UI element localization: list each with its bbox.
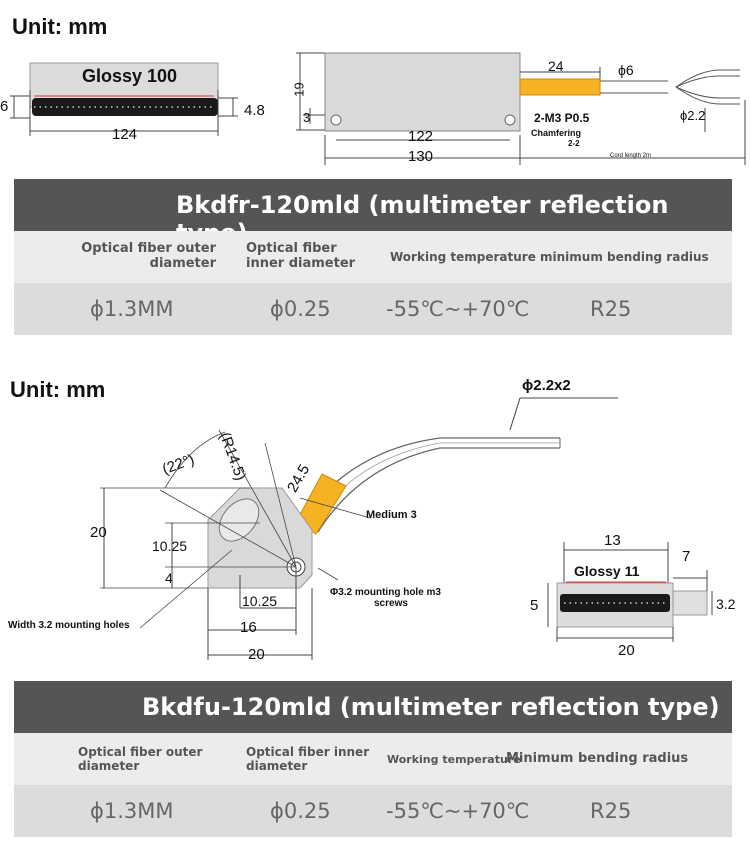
- dim-20-bottom: 20: [618, 642, 635, 659]
- dim-16: 16: [240, 619, 257, 636]
- spec-header-bkdfu: Bkdfu-120mld (multimeter reflection type…: [14, 681, 732, 733]
- chamfer-value: 2-2: [568, 139, 580, 148]
- dim-7: 7: [682, 548, 691, 565]
- sensor-face-strip: [32, 98, 218, 116]
- unit-label-bottom: Unit: mm: [10, 377, 106, 402]
- hole-label: Φ3.2 mounting hole m3: [330, 587, 441, 598]
- sensor-body-side: [324, 52, 521, 132]
- screw-spec: 2-M3 P0.5: [534, 111, 590, 125]
- dim-h-right: 4.8: [244, 102, 265, 119]
- dim-19: 19: [291, 82, 307, 97]
- label-temp-radius: Working temperature minimum bending radi…: [390, 250, 709, 264]
- label-inner-diameter-2: Optical fiber inner diameter: [246, 745, 370, 773]
- label-inner-diameter: Optical fiber inner diameter: [246, 241, 356, 271]
- value-outer-diameter: ϕ1.3MM: [90, 297, 174, 321]
- glossy-label-top: Glossy 100: [82, 66, 178, 86]
- cable-sleeve: [519, 78, 601, 96]
- value-outer-diameter-2: ϕ1.3MM: [90, 799, 174, 823]
- value-temperature: -55℃~+70℃: [386, 297, 530, 321]
- label-working-temp-2: Working temperature: [387, 753, 521, 766]
- dim-3-2: 3.2: [716, 596, 736, 612]
- value-temperature-2: -55℃~+70℃: [386, 799, 530, 823]
- dim-phi22: ϕ2.2: [680, 108, 706, 123]
- dim-10-25-vertical: 10.25: [152, 538, 188, 554]
- value-bend-radius-2: R25: [590, 799, 632, 823]
- dim-122: 122: [408, 128, 434, 145]
- width-holes-label: Width 3.2 mounting holes: [8, 620, 130, 631]
- chamfer-label: Chamfering: [531, 128, 582, 138]
- dim-13: 13: [604, 532, 621, 549]
- dim-h-left: 6: [0, 98, 9, 115]
- spec-value-row-2: ϕ1.3MM ϕ0.25 -55℃~+70℃ R25: [14, 785, 732, 837]
- dim-phi6: ϕ6: [618, 62, 634, 78]
- drawing-bkdfr: [10, 52, 746, 165]
- unit-label-top: Unit: mm: [12, 14, 108, 39]
- dim-130: 130: [408, 148, 434, 165]
- hole-screws-label: screws: [374, 598, 408, 609]
- spec-header-bkdfr: Bkdfr-120mld (multimeter reflection type…: [14, 179, 732, 247]
- cord-length: Cord length 2m: [610, 153, 652, 159]
- dim-4: 4: [165, 570, 173, 586]
- dim-20-vertical: 20: [90, 524, 107, 541]
- label-outer-diameter: Optical fiber outer diameter: [81, 241, 216, 271]
- dim-10-25-horizontal: 10.25: [242, 593, 278, 609]
- dim-3: 3: [303, 110, 311, 125]
- dim-phi22x2: ϕ2.2x2: [522, 377, 571, 394]
- spec-value-row-1: ϕ1.3MM ϕ0.25 -55℃~+70℃ R25: [14, 283, 732, 335]
- label-outer-diameter-2: Optical fiber outer diameter: [78, 745, 203, 773]
- value-inner-diameter-2: ϕ0.25: [270, 799, 331, 823]
- drawing-bkdfu: [100, 397, 713, 660]
- spec-title-bkdfu: Bkdfu-120mld (multimeter reflection type…: [142, 693, 720, 721]
- dim-width-124: 124: [112, 126, 138, 143]
- dim-20-horizontal: 20: [248, 646, 265, 663]
- value-bend-radius: R25: [590, 297, 632, 321]
- label-bend-radius-2: Minimum bending radius: [506, 751, 689, 766]
- value-inner-diameter: ϕ0.25: [270, 297, 331, 321]
- dim-24: 24: [548, 58, 564, 74]
- dim-5: 5: [530, 597, 539, 614]
- glossy-label-bottom: Glossy 11: [574, 563, 640, 579]
- spec-label-row-2: Optical fiber outer diameter Optical fib…: [14, 733, 732, 785]
- medium-label: Medium 3: [366, 509, 417, 521]
- spec-label-row-1: Optical fiber outer diameter Optical fib…: [14, 231, 732, 283]
